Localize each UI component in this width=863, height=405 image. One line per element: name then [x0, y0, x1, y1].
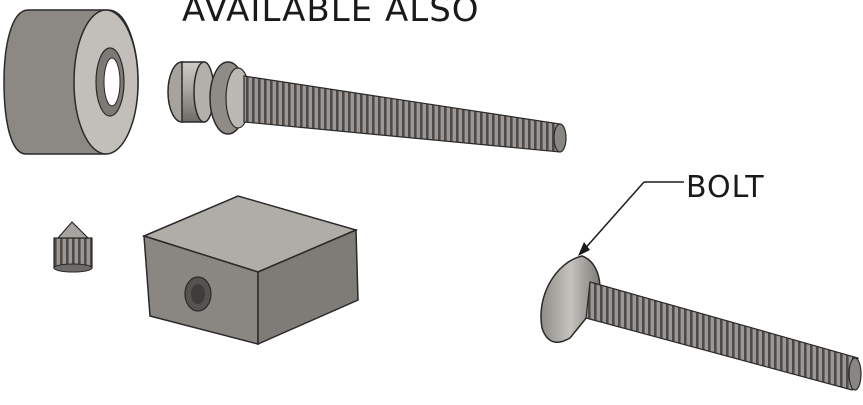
- bolt: [540, 255, 862, 391]
- bolt-leader-line: [578, 181, 684, 256]
- tapped-block: [141, 195, 359, 346]
- available-also-label: AVAILABLE ALSO: [182, 0, 480, 30]
- spacer-washer: [3, 9, 139, 155]
- bolt-label: BOLT: [686, 170, 765, 205]
- set-screw: [53, 221, 93, 273]
- adjusting-screw: [167, 61, 567, 153]
